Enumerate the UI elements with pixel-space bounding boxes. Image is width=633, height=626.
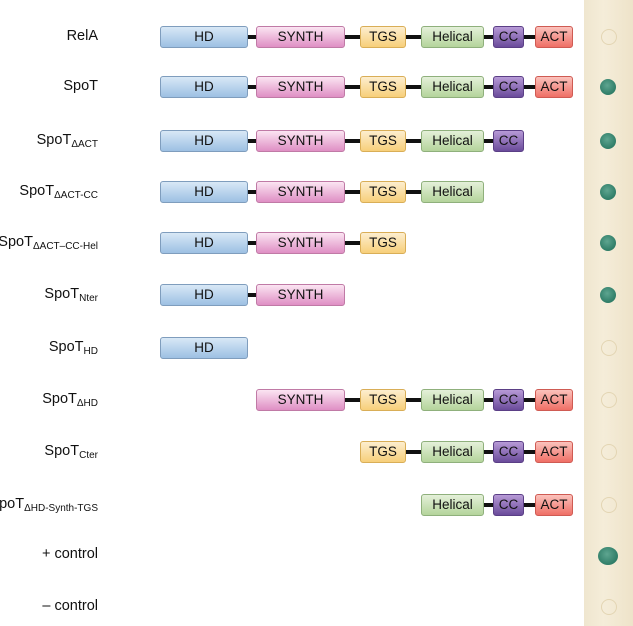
linker-bar bbox=[266, 398, 563, 402]
construct-name: SpoT bbox=[36, 132, 72, 148]
growth-spot-faint bbox=[601, 392, 617, 408]
domain-hd: HD bbox=[160, 337, 248, 359]
domain-cc: CC bbox=[493, 441, 524, 463]
construct-label: + control bbox=[42, 545, 98, 563]
construct-subscript: HD bbox=[83, 346, 98, 357]
construct-name: – control bbox=[42, 598, 98, 614]
domain-hel: Helical bbox=[421, 389, 484, 411]
construct-subscript: ΔHD bbox=[76, 398, 98, 409]
construct-row: + control bbox=[0, 540, 580, 570]
construct-row: SpoTΔACT HD SYNTH TGS Helical CC bbox=[0, 126, 580, 156]
construct-name: SpoT bbox=[44, 443, 80, 459]
construct-label: – control bbox=[42, 597, 98, 615]
growth-spot-positive bbox=[598, 547, 618, 565]
domain-act: ACT bbox=[535, 441, 573, 463]
construct-subscript: ΔACT–CC-Hel bbox=[32, 241, 98, 252]
construct-subscript: ΔACT bbox=[71, 139, 98, 150]
domain-hd: HD bbox=[160, 181, 248, 203]
domain-tgs: TGS bbox=[360, 76, 406, 98]
domain-act: ACT bbox=[535, 76, 573, 98]
construct-row: SpoTΔHD-Synth-TGS Helical CC ACT bbox=[0, 490, 580, 520]
construct-row: SpoTΔHD SYNTH TGS Helical CC ACT bbox=[0, 385, 580, 415]
construct-subscript: Nter bbox=[79, 293, 98, 304]
construct-label: SpoTΔACT–CC-Hel bbox=[0, 233, 98, 256]
construct-row: SpoT HD SYNTH TGS Helical CC ACT bbox=[0, 72, 580, 102]
construct-row: – control bbox=[0, 592, 580, 622]
construct-row: SpoTNter HD SYNTH bbox=[0, 280, 580, 310]
construct-subscript: Cter bbox=[79, 450, 98, 461]
domain-act: ACT bbox=[535, 389, 573, 411]
construct-label: SpoTΔACT-CC bbox=[19, 182, 98, 205]
growth-spot-positive bbox=[600, 235, 616, 251]
construct-subscript: ΔHD-Synth-TGS bbox=[24, 503, 98, 514]
construct-row: SpoTCter TGS Helical CC ACT bbox=[0, 437, 580, 467]
domain-hel: Helical bbox=[421, 441, 484, 463]
domain-act: ACT bbox=[535, 26, 573, 48]
construct-name: RelA bbox=[66, 28, 98, 44]
construct-name: SpoT bbox=[42, 391, 77, 407]
domain-hel: Helical bbox=[421, 181, 484, 203]
domain-synth: SYNTH bbox=[256, 26, 345, 48]
domain-hd: HD bbox=[160, 130, 248, 152]
domain-hd: HD bbox=[160, 26, 248, 48]
construct-name: SpoT bbox=[63, 78, 98, 94]
domain-synth: SYNTH bbox=[256, 76, 345, 98]
growth-spot-faint bbox=[601, 497, 617, 513]
construct-name: SpoT bbox=[48, 339, 84, 355]
domain-synth: SYNTH bbox=[256, 232, 345, 254]
domain-tgs: TGS bbox=[360, 441, 406, 463]
domain-synth: SYNTH bbox=[256, 284, 345, 306]
domain-cc: CC bbox=[493, 26, 524, 48]
construct-subscript: ΔACT-CC bbox=[54, 190, 98, 201]
domain-act: ACT bbox=[535, 494, 573, 516]
construct-label: SpoTHD bbox=[49, 338, 98, 361]
domain-hel: Helical bbox=[421, 494, 484, 516]
growth-spot-positive bbox=[600, 287, 616, 303]
growth-spot-positive bbox=[600, 133, 616, 149]
construct-label: SpoTΔACT bbox=[37, 131, 98, 154]
domain-hel: Helical bbox=[421, 76, 484, 98]
domain-tgs: TGS bbox=[360, 130, 406, 152]
domain-hd: HD bbox=[160, 232, 248, 254]
construct-row: SpoTΔACT–CC-Hel HD SYNTH TGS bbox=[0, 228, 580, 258]
plate-strip bbox=[584, 0, 633, 626]
growth-spot-faint bbox=[601, 29, 617, 45]
construct-label: SpoTCter bbox=[44, 442, 98, 465]
growth-spot-faint bbox=[601, 444, 617, 460]
construct-name: SpoT bbox=[44, 286, 80, 302]
growth-spot-faint bbox=[601, 340, 617, 356]
growth-spot-positive bbox=[600, 184, 616, 200]
domain-hd: HD bbox=[160, 76, 248, 98]
domain-tgs: TGS bbox=[360, 26, 406, 48]
construct-label: RelA bbox=[67, 27, 98, 45]
domain-hd: HD bbox=[160, 284, 248, 306]
construct-name: SpoT bbox=[19, 183, 55, 199]
construct-name: SpoT bbox=[0, 234, 33, 250]
domain-cc: CC bbox=[493, 494, 524, 516]
domain-cc: CC bbox=[493, 389, 524, 411]
domain-cc: CC bbox=[493, 76, 524, 98]
linker-bar bbox=[170, 293, 335, 297]
domain-cc: CC bbox=[493, 130, 524, 152]
construct-name: + control bbox=[41, 546, 98, 562]
growth-spot-positive bbox=[600, 79, 616, 95]
domain-tgs: TGS bbox=[360, 389, 406, 411]
construct-row: SpoTΔACT-CC HD SYNTH TGS Helical bbox=[0, 177, 580, 207]
domain-tgs: TGS bbox=[360, 181, 406, 203]
construct-label: SpoTΔHD-Synth-TGS bbox=[0, 495, 98, 518]
construct-label: SpoT bbox=[63, 77, 98, 95]
domain-synth: SYNTH bbox=[256, 181, 345, 203]
construct-name: SpoT bbox=[0, 496, 25, 512]
domain-synth: SYNTH bbox=[256, 389, 345, 411]
domain-hel: Helical bbox=[421, 26, 484, 48]
construct-label: SpoTNter bbox=[44, 285, 98, 308]
construct-row: RelA HD SYNTH TGS Helical CC ACT bbox=[0, 22, 580, 52]
construct-label: SpoTΔHD bbox=[42, 390, 98, 413]
growth-spot-faint bbox=[601, 599, 617, 615]
domain-tgs: TGS bbox=[360, 232, 406, 254]
domain-synth: SYNTH bbox=[256, 130, 345, 152]
domain-hel: Helical bbox=[421, 130, 484, 152]
